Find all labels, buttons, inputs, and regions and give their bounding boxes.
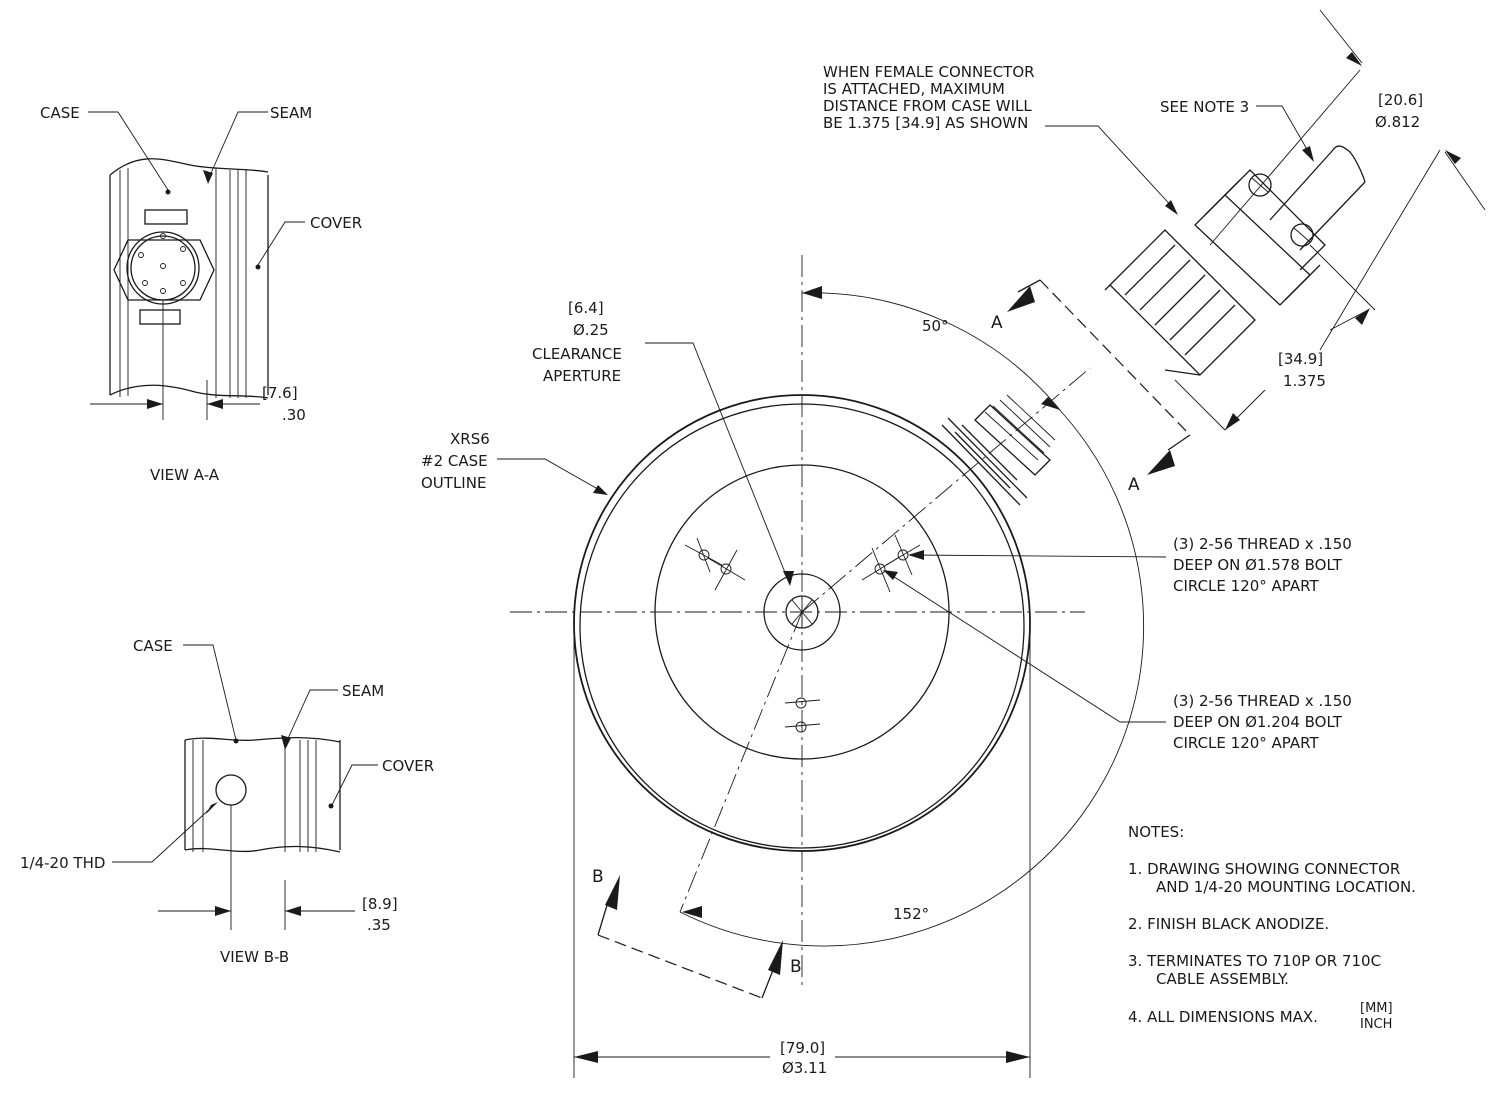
section-a-bottom: A — [1128, 475, 1140, 495]
thread1-line2: DEEP ON Ø1.578 BOLT — [1173, 556, 1343, 574]
mounting-hole — [215, 774, 247, 806]
aperture-label-1: CLEARANCE — [532, 345, 622, 363]
conn-len-mm: [34.9] — [1278, 350, 1323, 368]
outline-label-1: XRS6 — [450, 430, 490, 448]
note-4-in: INCH — [1360, 1017, 1392, 1032]
view-aa: CASE SEAM COVER [7.6] .30 VIEW A-A — [40, 104, 362, 484]
thread2-line3: CIRCLE 120° APART — [1173, 734, 1319, 752]
section-b-top: B — [592, 867, 604, 887]
aperture-dim-mm: [6.4] — [568, 299, 604, 317]
notes-block: NOTES: 1. DRAWING SHOWING CONNECTOR AND … — [1128, 823, 1416, 1032]
see-note-label: SEE NOTE 3 — [1160, 98, 1249, 116]
cable-dia-mm: [20.6] — [1378, 91, 1423, 109]
notes-heading: NOTES: — [1128, 823, 1184, 841]
view-aa-dim-mm: [7.6] — [262, 384, 298, 402]
thread1-line1: (3) 2-56 THREAD x .150 — [1173, 535, 1352, 553]
view-aa-case-label: CASE — [40, 104, 80, 122]
note-4-mm: [MM] — [1360, 1001, 1393, 1016]
aperture-label-2: APERTURE — [543, 367, 621, 385]
cable-dia-in: Ø.812 — [1375, 113, 1420, 131]
view-bb-seam-label: SEAM — [342, 682, 384, 700]
view-bb-title: VIEW B-B — [220, 948, 289, 966]
section-a-top: A — [991, 313, 1003, 333]
diameter-dim-in: Ø3.11 — [782, 1059, 827, 1077]
note-4: 4. ALL DIMENSIONS MAX. — [1128, 1008, 1318, 1026]
outline-label-2: #2 CASE — [421, 452, 488, 470]
connector-note-2: IS ATTACHED, MAXIMUM — [823, 80, 1005, 98]
connector-note-3: DISTANCE FROM CASE WILL — [823, 97, 1032, 115]
angle-152-label: 152° — [893, 905, 929, 923]
view-bb-dim-in: .35 — [367, 916, 391, 934]
section-b-bottom: B — [790, 957, 802, 977]
connector-note-1: WHEN FEMALE CONNECTOR — [823, 63, 1035, 81]
view-aa-title: VIEW A-A — [150, 466, 220, 484]
note-3b: CABLE ASSEMBLY. — [1156, 970, 1289, 988]
thread2-line1: (3) 2-56 THREAD x .150 — [1173, 692, 1352, 710]
section-a-line: A A — [991, 279, 1191, 495]
main-view: [6.4] Ø.25 CLEARANCE APERTURE XRS6 #2 CA… — [421, 255, 1167, 1078]
thread1-line3: CIRCLE 120° APART — [1173, 577, 1319, 595]
note-3a: 3. TERMINATES TO 710P OR 710C — [1128, 952, 1381, 970]
diameter-dim-mm: [79.0] — [780, 1039, 825, 1057]
section-b-line: B B — [592, 867, 802, 999]
view-bb-dim-mm: [8.9] — [362, 895, 398, 913]
connector-detail — [1104, 145, 1366, 376]
view-aa-cover-label: COVER — [310, 214, 362, 232]
view-bb-case-label: CASE — [133, 637, 173, 655]
angle-50-label: 50° — [922, 317, 949, 335]
connector-front-view — [113, 209, 215, 325]
conn-len-in: 1.375 — [1283, 372, 1326, 390]
view-aa-dim-in: .30 — [282, 406, 306, 424]
view-bb: CASE SEAM COVER 1/4-20 THD [8.9] .35 VIE… — [20, 637, 434, 966]
connector-side-view — [941, 394, 1056, 506]
note-1a: 1. DRAWING SHOWING CONNECTOR — [1128, 860, 1400, 878]
thread2-line2: DEEP ON Ø1.204 BOLT — [1173, 713, 1343, 731]
connector-note-4: BE 1.375 [34.9] AS SHOWN — [823, 114, 1028, 132]
aperture-boss — [763, 573, 841, 651]
note-1b: AND 1/4-20 MOUNTING LOCATION. — [1156, 878, 1416, 896]
view-bb-cover-label: COVER — [382, 757, 434, 775]
aperture-dim-in: Ø.25 — [573, 321, 609, 339]
view-bb-thread-label: 1/4-20 THD — [20, 854, 105, 872]
note-2: 2. FINISH BLACK ANODIZE. — [1128, 915, 1329, 933]
outline-label-3: OUTLINE — [421, 474, 486, 492]
view-aa-seam-label: SEAM — [270, 104, 312, 122]
